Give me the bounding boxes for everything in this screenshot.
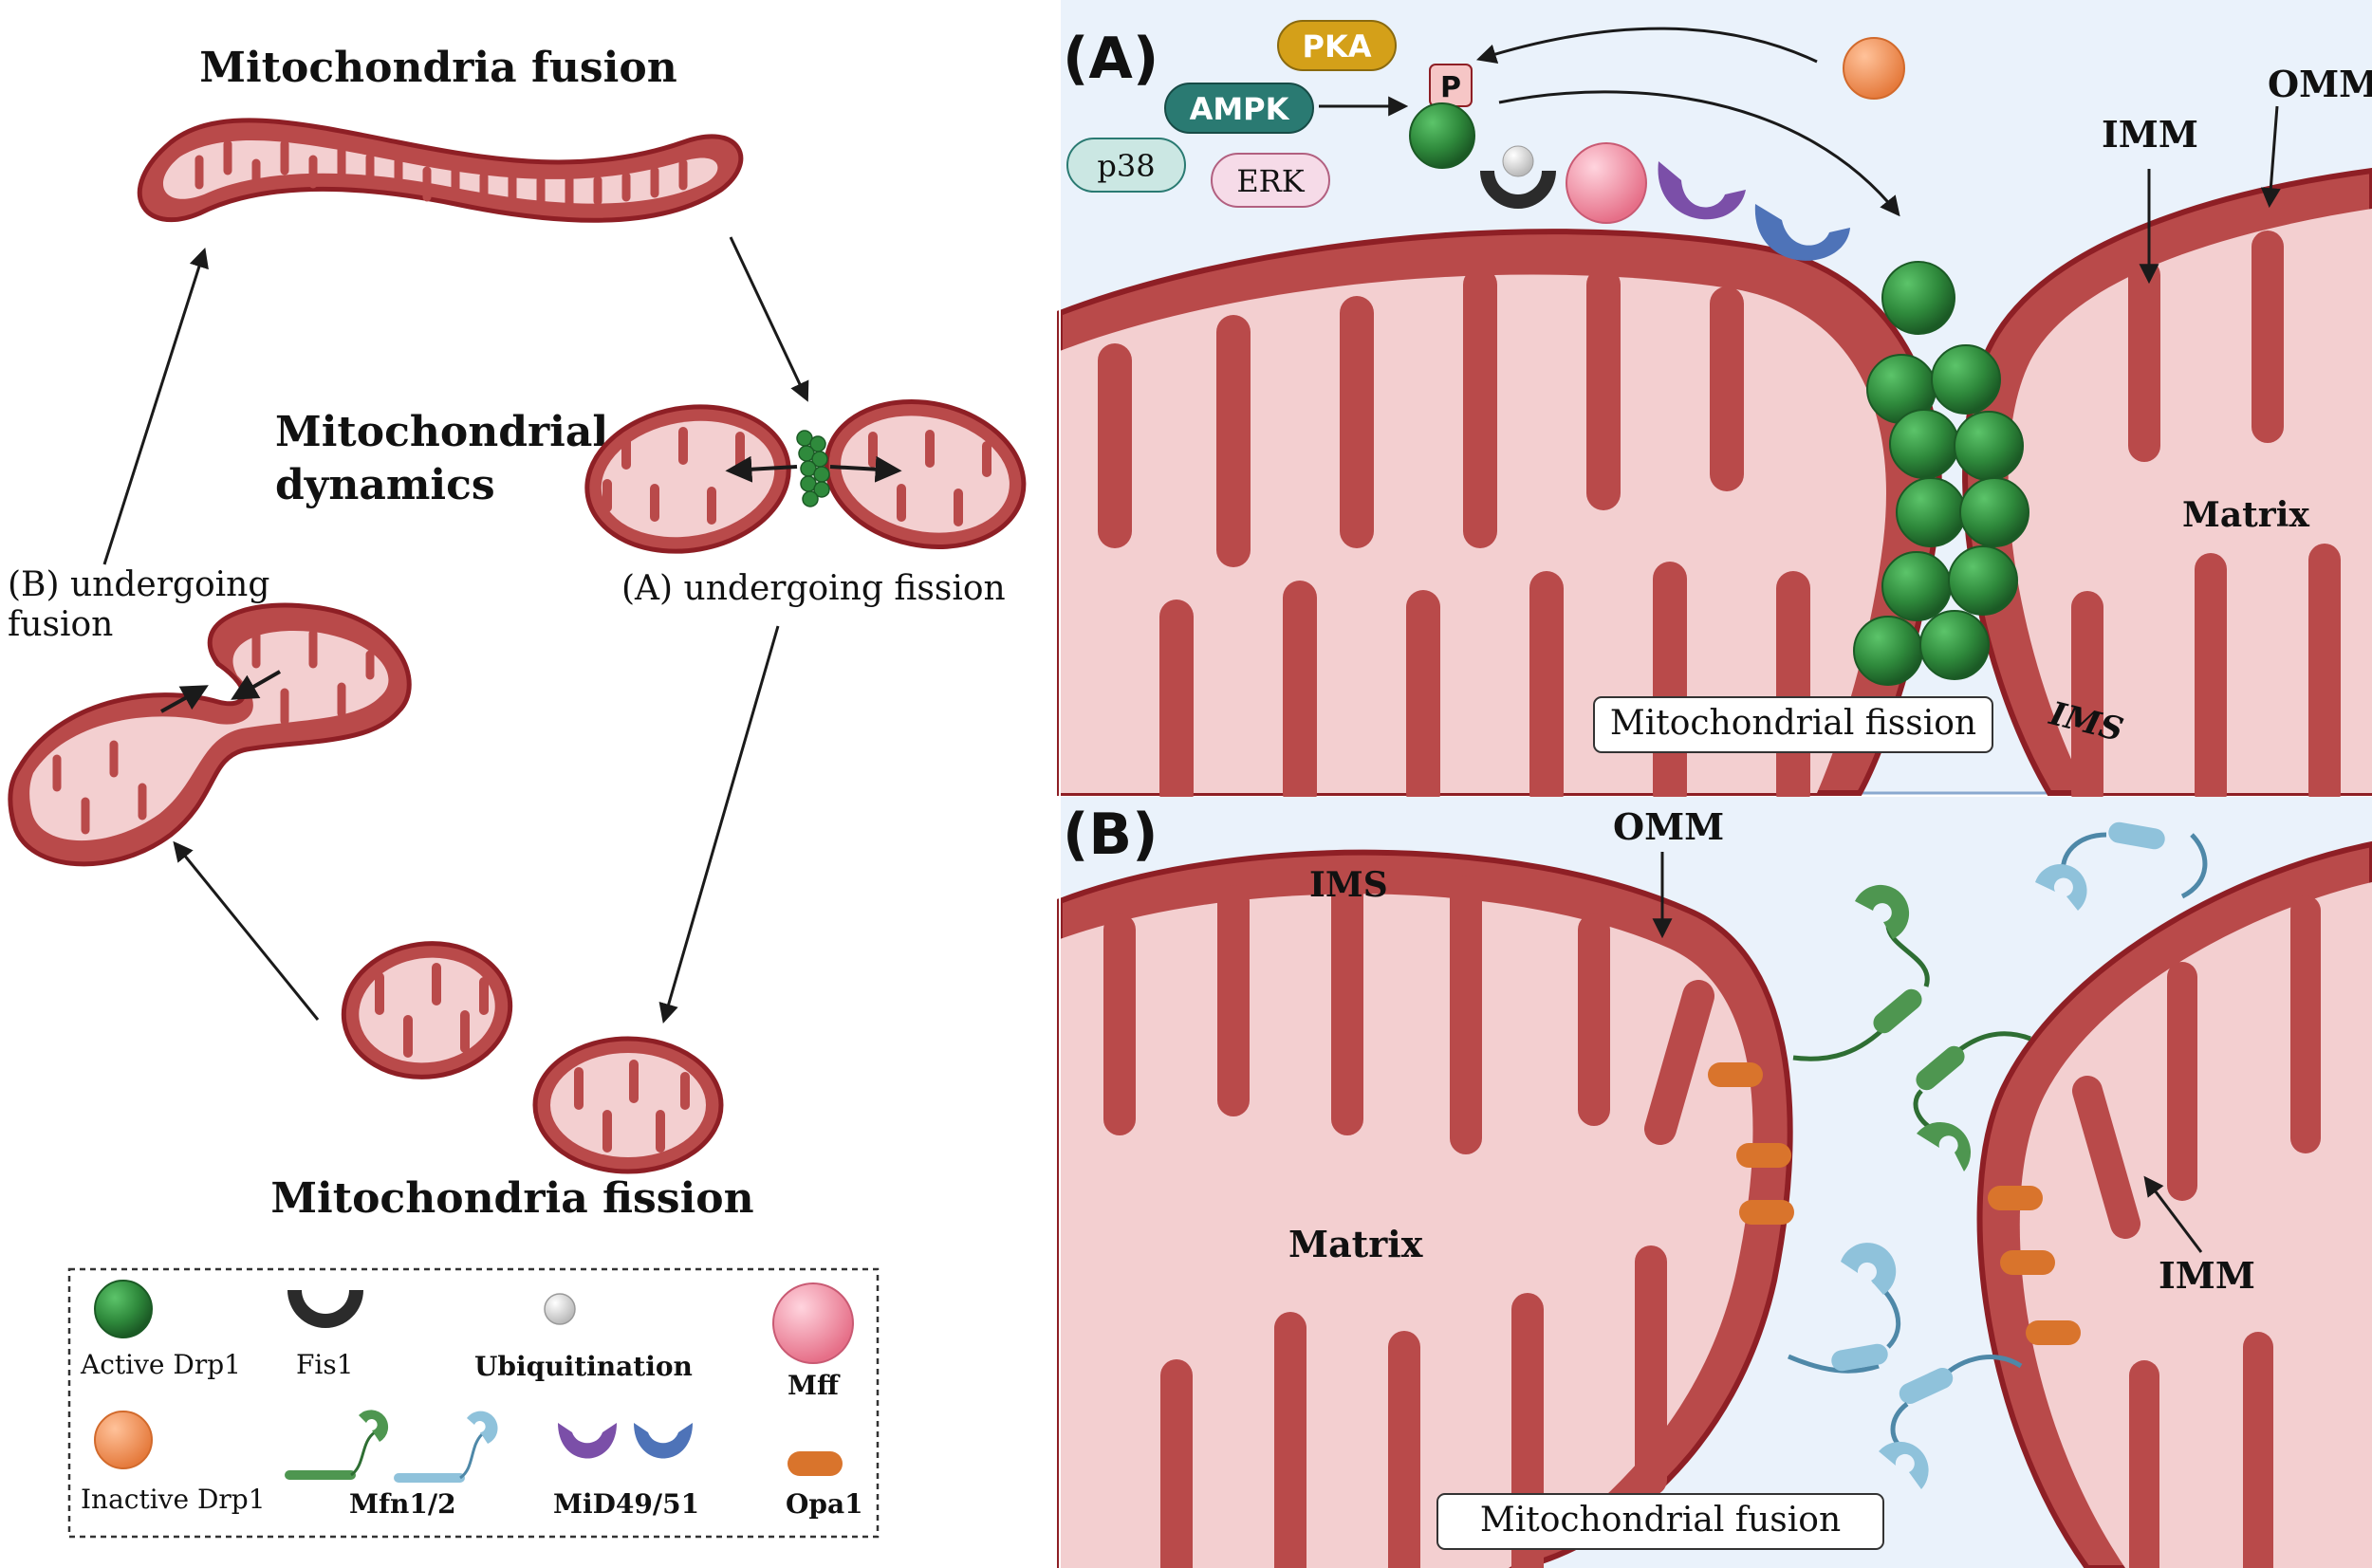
left-cycle: Mitochondria fusion Mitochondrial dynami… xyxy=(8,44,1027,1223)
erk-badge xyxy=(1211,153,1330,208)
legend-opa1-icon xyxy=(788,1451,843,1476)
panel-a-receptors xyxy=(1480,142,1850,261)
arrow-fission-to-split xyxy=(658,625,780,1024)
panel-b-mfn-green xyxy=(1792,884,2031,1171)
panel-b-box xyxy=(1436,1493,1884,1550)
panel-a-matrix: Matrix xyxy=(2182,495,2309,535)
legend-inactive-drp1: Inactive Drp1 xyxy=(81,1484,266,1515)
mito-fused xyxy=(137,118,744,223)
arrow-fusing-to-fused xyxy=(102,247,209,565)
arrow-p-to-ring xyxy=(1498,90,1900,217)
panel-b-mfn-blue xyxy=(1788,821,2208,1489)
arrow-split-to-fusing xyxy=(173,840,320,1021)
label-b-undergoing-2: fusion xyxy=(8,605,113,644)
phospho-label: P xyxy=(1440,71,1461,104)
arrow-fusion-to-fission xyxy=(729,236,809,402)
arrow-drp1-to-p xyxy=(1475,27,1818,64)
mito-small-1 xyxy=(341,941,513,1079)
title-dynamics-1: Mitochondrial xyxy=(275,408,608,456)
legend-opa1: Opa1 xyxy=(786,1488,863,1520)
panel-b-ims: IMS xyxy=(1309,865,1388,905)
legend-mfn: Mfn1/2 xyxy=(349,1488,456,1520)
p38-badge xyxy=(1066,138,1186,193)
ampk-badge xyxy=(1164,83,1314,134)
legend-active-drp1-icon xyxy=(94,1280,153,1338)
panel-a-imm: IMM xyxy=(2102,113,2198,156)
fis1-icon xyxy=(1480,171,1556,209)
panel-b-mito-left xyxy=(1057,849,1794,1568)
legend-mid-icon xyxy=(558,1423,693,1459)
drp1-phospho-icon xyxy=(1409,102,1475,169)
legend-ubiquitination-icon xyxy=(544,1293,576,1325)
legend-mid: MiD49/51 xyxy=(553,1488,699,1520)
panel-b-mito-right xyxy=(1976,840,2372,1568)
panel-a-box-label: Mitochondrial fission xyxy=(1610,704,1976,743)
panel-a-mito-left xyxy=(1057,229,1942,810)
ubiquitin-icon xyxy=(1502,145,1534,177)
panel-b-matrix: Matrix xyxy=(1288,1223,1423,1265)
mito-dividing xyxy=(584,398,1027,554)
legend-fis1-icon xyxy=(287,1290,363,1328)
panel-b-label: (B) xyxy=(1063,802,1158,868)
legend-mff-icon xyxy=(772,1282,854,1364)
panel-b-omm: OMM xyxy=(1613,805,1724,848)
title-fusion: Mitochondria fusion xyxy=(199,44,676,92)
panel-a-label: (A) xyxy=(1063,26,1158,92)
mff-icon xyxy=(1566,142,1647,224)
panel-a-box xyxy=(1593,696,1993,753)
panel-a-drp1-ring xyxy=(1853,261,2029,686)
mid51-icon xyxy=(1754,204,1850,261)
pka-badge xyxy=(1277,20,1397,71)
legend-mff: Mff xyxy=(788,1370,841,1401)
panel-b-imm: IMM xyxy=(2159,1254,2255,1297)
erk-label: ERK xyxy=(1236,163,1305,199)
panel-a: PKA AMPK p38 ERK P (A) OMM IMM Matrix IM… xyxy=(1057,0,2372,810)
legend-fis1: Fis1 xyxy=(296,1349,354,1380)
legend-mfn-icon xyxy=(285,1410,498,1483)
panel-a-omm: OMM xyxy=(2268,63,2372,105)
pka-label: PKA xyxy=(1302,28,1371,65)
panel-b-box-label: Mitochondrial fusion xyxy=(1480,1501,1841,1540)
mid49-icon xyxy=(1658,161,1746,220)
panel-a-mito-right xyxy=(1962,167,2372,809)
legend: Active Drp1 Fis1 Ubiquitination Mff Inac… xyxy=(67,1267,880,1539)
mito-fusing xyxy=(8,602,412,867)
panel-b: (B) OMM IMS Matrix IMM Mitochondrial fus… xyxy=(1057,797,2372,1568)
panel-a-kinases: PKA AMPK p38 ERK xyxy=(1066,20,1409,208)
ampk-label: AMPK xyxy=(1190,91,1290,127)
legend-ubiquitination: Ubiquitination xyxy=(474,1351,693,1382)
legend-inactive-drp1-icon xyxy=(94,1411,153,1469)
legend-active-drp1: Active Drp1 xyxy=(80,1349,241,1380)
title-fission: Mitochondria fission xyxy=(270,1174,753,1223)
label-a-undergoing-fission: (A) undergoing fission xyxy=(621,569,1006,608)
drp1-inactive-icon xyxy=(1843,37,1905,100)
title-dynamics-2: dynamics xyxy=(275,461,495,509)
mito-small-2 xyxy=(532,1036,724,1174)
label-b-undergoing-1: (B) undergoing xyxy=(8,565,269,604)
p38-label: p38 xyxy=(1097,148,1155,184)
